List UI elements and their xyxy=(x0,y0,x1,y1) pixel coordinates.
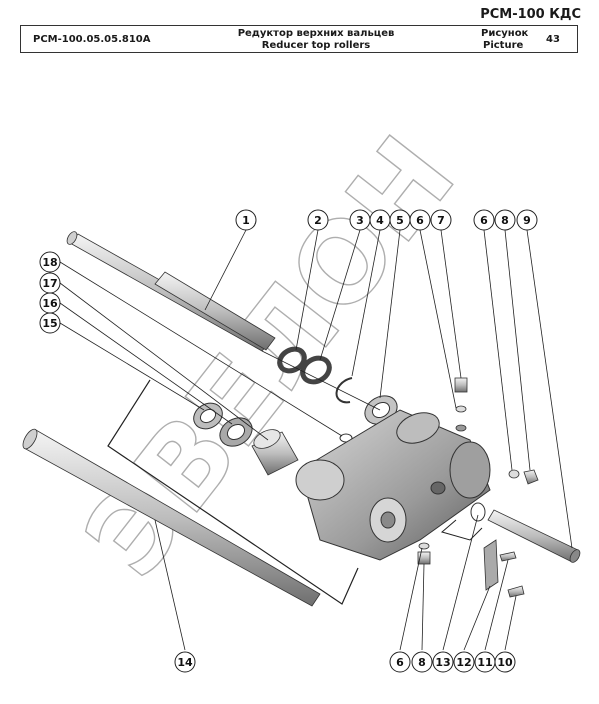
callout-13: 13 xyxy=(432,651,454,673)
callout-8a-label: 8 xyxy=(501,214,509,227)
callout-6a-label: 6 xyxy=(416,214,424,227)
callout-17-label: 17 xyxy=(42,277,57,290)
part-6-washer-lower xyxy=(418,542,430,550)
callout-18: 18 xyxy=(39,251,61,273)
figure-label-english: Picture xyxy=(483,40,524,51)
callout-14: 14 xyxy=(174,651,196,673)
part-9-shaft xyxy=(470,502,581,563)
figure-label-russian: Рисунок xyxy=(481,28,529,39)
callout-8a: 8 xyxy=(494,209,516,231)
title-block: РСМ-100.05.05.810А Редуктор верхних валь… xyxy=(20,25,578,53)
part-7-plug xyxy=(454,377,468,432)
callout-4-label: 4 xyxy=(376,214,384,227)
part-12-plate xyxy=(483,539,499,591)
figure-number: 43 xyxy=(546,34,560,45)
leader-lines xyxy=(59,229,573,651)
assembly-line-right xyxy=(440,519,483,541)
drawing-number: РСМ-100.05.05.810А xyxy=(33,34,151,45)
callout-15: 15 xyxy=(39,312,61,334)
part-3-ring xyxy=(300,355,332,385)
callout-12: 12 xyxy=(453,651,475,673)
callout-1: 1 xyxy=(235,209,257,231)
callout-9-label: 9 xyxy=(523,214,531,227)
assembly-line-left xyxy=(107,379,359,605)
callout-6c: 6 xyxy=(389,651,411,673)
callout-5: 5 xyxy=(389,209,411,231)
callout-3: 3 xyxy=(349,209,371,231)
callout-12-label: 12 xyxy=(456,656,471,669)
callout-2: 2 xyxy=(307,209,329,231)
part-1-shaft xyxy=(66,231,276,352)
callout-7-label: 7 xyxy=(437,214,445,227)
callout-16-label: 16 xyxy=(42,297,58,310)
callout-4: 4 xyxy=(369,209,391,231)
callout-9: 9 xyxy=(516,209,538,231)
part-8-plug-right xyxy=(523,469,539,485)
part-6-washer-right xyxy=(508,469,520,479)
assembly-line-1 xyxy=(261,350,381,411)
callout-6a: 6 xyxy=(409,209,431,231)
part-16-bearing xyxy=(219,417,253,447)
callout-13-label: 13 xyxy=(435,656,450,669)
callout-17: 17 xyxy=(39,272,61,294)
part-4-circlip xyxy=(335,377,353,404)
callout-2-label: 2 xyxy=(314,214,322,227)
callout-8b-label: 8 xyxy=(418,656,426,669)
callout-1-label: 1 xyxy=(242,214,250,227)
callout-10-label: 10 xyxy=(497,656,513,669)
title-english: Reducer top rollers xyxy=(261,40,371,51)
callout-11-label: 11 xyxy=(477,656,492,669)
callout-10: 10 xyxy=(494,651,516,673)
callout-3-label: 3 xyxy=(356,214,364,227)
callout-14-label: 14 xyxy=(177,656,193,669)
callout-18-label: 18 xyxy=(42,256,57,269)
part-10-screw xyxy=(507,585,525,598)
callout-15-label: 15 xyxy=(42,317,57,330)
callout-7: 7 xyxy=(430,209,452,231)
callout-11: 11 xyxy=(474,651,496,673)
reducer-housing xyxy=(295,409,491,561)
callout-6c-label: 6 xyxy=(396,656,404,669)
callout-6b: 6 xyxy=(473,209,495,231)
document-code: РСМ-100 КДС xyxy=(480,7,581,22)
callout-16: 16 xyxy=(39,292,61,314)
part-14-shaft xyxy=(22,428,321,607)
title-russian: Редуктор верхних вальцев xyxy=(237,28,395,39)
part-11-screw xyxy=(499,551,517,562)
callout-8b: 8 xyxy=(411,651,433,673)
callout-6b-label: 6 xyxy=(480,214,488,227)
callout-5-label: 5 xyxy=(396,214,404,227)
